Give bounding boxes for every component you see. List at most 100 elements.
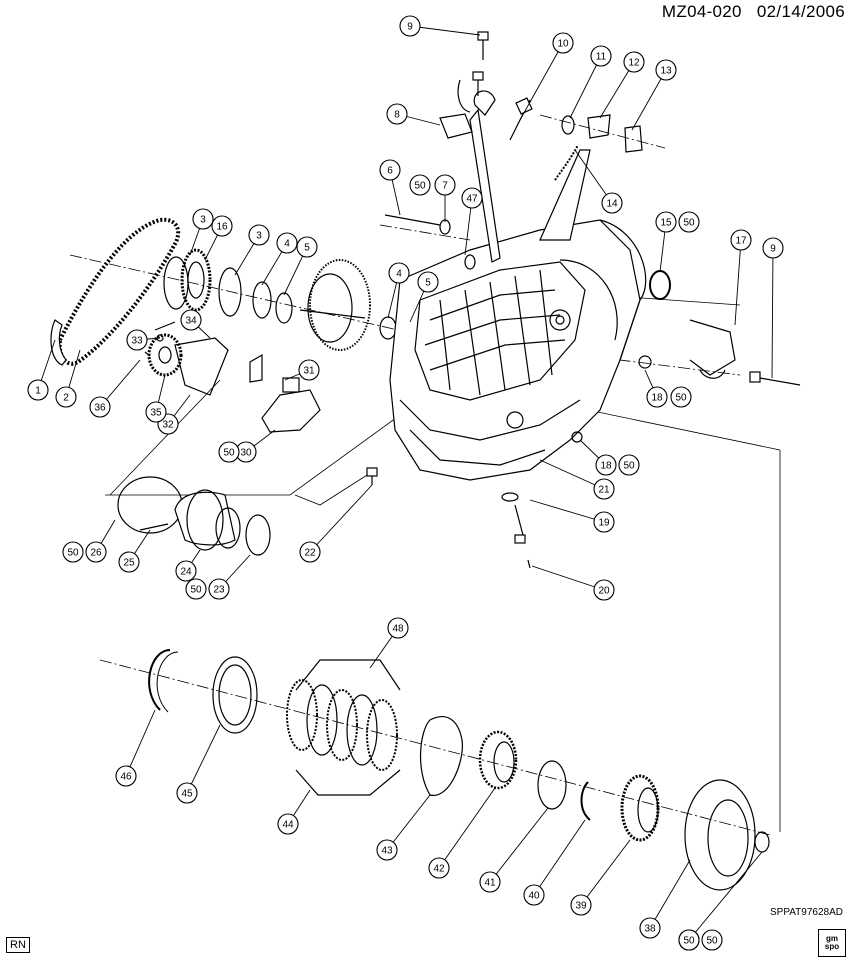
callout-number: 20 bbox=[598, 586, 610, 597]
callout-11: 11 bbox=[590, 45, 612, 67]
callout-circle bbox=[417, 271, 439, 293]
callout-number: 31 bbox=[303, 366, 315, 377]
callout-18: 18 bbox=[646, 386, 668, 408]
callout-number: 50 bbox=[675, 393, 687, 404]
callout-22: 22 bbox=[299, 541, 321, 563]
callout-42: 42 bbox=[428, 857, 450, 879]
callout-39: 39 bbox=[570, 894, 592, 916]
callout-leader-37 bbox=[688, 851, 763, 941]
callout-number: 32 bbox=[162, 420, 174, 431]
callout-5: 5 bbox=[417, 271, 439, 293]
callout-12: 12 bbox=[623, 51, 645, 73]
callout-number: 16 bbox=[216, 222, 228, 233]
callout-number: 41 bbox=[484, 878, 496, 889]
callout-number: 15 bbox=[660, 218, 672, 229]
callout-3: 3 bbox=[248, 224, 270, 246]
callout-leader-12 bbox=[599, 61, 635, 119]
callout-number: 40 bbox=[528, 891, 540, 902]
callout-circle bbox=[623, 51, 645, 73]
callout-36: 36 bbox=[89, 396, 111, 418]
callout-circle bbox=[115, 765, 137, 787]
corner-tag: RN bbox=[6, 937, 30, 953]
callout-circle bbox=[248, 224, 270, 246]
callout-circle bbox=[593, 579, 615, 601]
callout-number: 39 bbox=[575, 901, 587, 912]
callout-number: 42 bbox=[433, 864, 445, 875]
callout-leader-9 bbox=[409, 25, 481, 36]
callout-50: 50 bbox=[670, 386, 692, 408]
callout-leader-14 bbox=[574, 149, 613, 204]
callout-number: 50 bbox=[706, 936, 718, 947]
callout-50: 50 bbox=[678, 929, 700, 951]
callout-47: 47 bbox=[461, 187, 483, 209]
callout-7: 7 bbox=[434, 174, 456, 196]
callout-circle bbox=[618, 454, 640, 476]
callout-circle bbox=[296, 236, 318, 258]
callout-13: 13 bbox=[655, 59, 677, 81]
callout-21: 21 bbox=[593, 478, 615, 500]
callout-4: 4 bbox=[388, 262, 410, 284]
diagram-header: MZ04-020 02/14/2006 bbox=[662, 2, 845, 22]
callout-number: 6 bbox=[387, 166, 393, 177]
callout-leader-40 bbox=[533, 819, 586, 896]
callout-23: 23 bbox=[208, 578, 230, 600]
callout-number: 1 bbox=[35, 386, 41, 397]
callout-50: 50 bbox=[218, 441, 240, 463]
callout-circle bbox=[118, 551, 140, 573]
callout-circle bbox=[299, 541, 321, 563]
callout-number: 50 bbox=[414, 181, 426, 192]
callout-2: 2 bbox=[55, 386, 77, 408]
callout-leader-9 bbox=[771, 247, 774, 379]
callout-circle bbox=[762, 237, 784, 259]
callout-circle bbox=[601, 192, 623, 214]
callout-10: 10 bbox=[552, 32, 574, 54]
callout-number: 50 bbox=[683, 218, 695, 229]
callout-circle bbox=[126, 329, 148, 351]
callout-number: 30 bbox=[240, 448, 252, 459]
callout-circle bbox=[387, 617, 409, 639]
callout-number: 4 bbox=[284, 239, 290, 250]
callout-circle bbox=[570, 894, 592, 916]
callout-9: 9 bbox=[399, 15, 421, 37]
callout-number: 10 bbox=[557, 39, 569, 50]
callout-number: 48 bbox=[392, 624, 404, 635]
callout-circle bbox=[85, 541, 107, 563]
callout-circle bbox=[434, 174, 456, 196]
callout-number: 45 bbox=[181, 789, 193, 800]
diagram-date: 02/14/2006 bbox=[756, 2, 845, 21]
callout-number: 3 bbox=[200, 215, 206, 226]
callout-20: 20 bbox=[593, 579, 615, 601]
callout-number: 25 bbox=[123, 558, 135, 569]
callout-16: 16 bbox=[211, 215, 233, 237]
callout-circle bbox=[428, 857, 450, 879]
logo-bottom-text: spo bbox=[824, 942, 840, 951]
callout-number: 17 bbox=[735, 236, 747, 247]
callout-number: 13 bbox=[660, 66, 672, 77]
callout-number: 18 bbox=[600, 461, 612, 472]
callout-number: 43 bbox=[381, 846, 393, 857]
callout-number: 50 bbox=[223, 448, 235, 459]
callout-circle bbox=[376, 839, 398, 861]
callout-number: 21 bbox=[598, 485, 610, 496]
callout-number: 50 bbox=[683, 936, 695, 947]
callout-number: 50 bbox=[623, 461, 635, 472]
callout-48: 48 bbox=[387, 617, 409, 639]
callout-50: 50 bbox=[701, 929, 723, 951]
callout-number: 46 bbox=[120, 772, 132, 783]
callout-leader-42 bbox=[438, 787, 496, 869]
callout-leader-11 bbox=[569, 55, 602, 119]
callout-circle bbox=[175, 560, 197, 582]
callout-number: 11 bbox=[596, 52, 607, 63]
callout-number: 19 bbox=[598, 518, 610, 529]
callout-6: 6 bbox=[379, 159, 401, 181]
callout-circle bbox=[678, 211, 700, 233]
callout-circle bbox=[192, 208, 214, 230]
callout-17: 17 bbox=[730, 229, 752, 251]
callout-circle bbox=[552, 32, 574, 54]
callout-number: 33 bbox=[131, 336, 143, 347]
callout-44: 44 bbox=[277, 813, 299, 835]
callout-number: 3 bbox=[256, 231, 262, 242]
callout-number: 24 bbox=[180, 567, 192, 578]
